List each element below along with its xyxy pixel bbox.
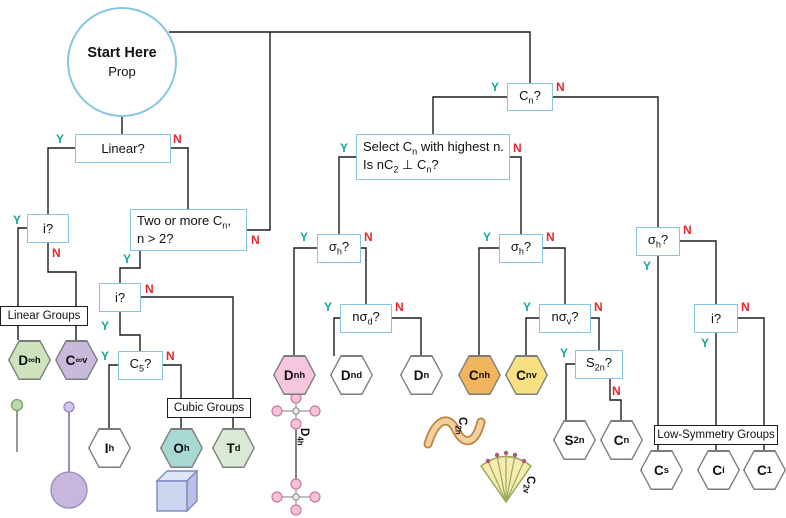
label-linear-no: N bbox=[173, 132, 182, 146]
label-twocn-no: N bbox=[251, 233, 260, 247]
label-i2-no: N bbox=[145, 282, 154, 296]
edge-i2-yes bbox=[119, 311, 141, 351]
decision-s2n: S2n? bbox=[575, 350, 623, 379]
result-cinfv: C∞v bbox=[55, 340, 98, 380]
example-cnv-label: C2v bbox=[521, 476, 536, 494]
linear-molecule-icon bbox=[4, 396, 30, 461]
group-label-low-symmetry: Low-Symmetry Groups bbox=[654, 425, 778, 445]
label-i3-no: N bbox=[741, 300, 750, 314]
cube-icon bbox=[150, 464, 204, 518]
label-i3-yes: Y bbox=[701, 336, 710, 350]
edge-nsigmad-yes bbox=[333, 317, 340, 356]
decision-sigmah-c: σh? bbox=[499, 234, 543, 263]
edge-twocn-yes bbox=[119, 251, 141, 283]
eclipsed-molecule-icon bbox=[266, 392, 326, 518]
label-nsigmav-yes: Y bbox=[523, 300, 532, 314]
label-select-yes: Y bbox=[340, 141, 349, 155]
example-dnh-label: D4h bbox=[295, 428, 310, 446]
label-twocn-yes: Y bbox=[123, 252, 132, 266]
start-subtitle: Prop bbox=[108, 64, 136, 79]
edge-s2n-yes bbox=[565, 363, 575, 420]
decision-nsigmav: nσv? bbox=[539, 304, 591, 333]
group-label-cubic: Cubic Groups bbox=[167, 398, 251, 418]
edge-select-yes bbox=[338, 156, 356, 234]
start-node: Start Here Prop bbox=[67, 7, 177, 117]
label-c5-no: N bbox=[166, 349, 175, 363]
edge-linear-no bbox=[171, 147, 189, 209]
result-dinfh: D∞h bbox=[8, 340, 51, 380]
edge-select-no bbox=[510, 156, 522, 234]
label-s2n-no: N bbox=[612, 384, 621, 398]
decision-select-cn: Select Cn with highest n. Is nC2 ⊥ Cn? bbox=[356, 134, 510, 180]
edge-sigmad-yes bbox=[293, 247, 317, 355]
label-sigmac-yes: Y bbox=[483, 230, 492, 244]
edge-i2-no bbox=[141, 296, 234, 428]
label-s2n-yes: Y bbox=[560, 346, 569, 360]
edge-cn-no bbox=[553, 96, 659, 227]
label-cn-no: N bbox=[556, 80, 565, 94]
decision-inversion-3: i? bbox=[694, 304, 738, 333]
decision-inversion-2: i? bbox=[99, 283, 141, 312]
decision-inversion-1: i? bbox=[27, 214, 69, 243]
lollipop-molecule-icon bbox=[48, 398, 90, 518]
edge-c5-yes bbox=[108, 364, 118, 428]
edge-sigmac-no bbox=[543, 247, 566, 304]
decision-c5: C5? bbox=[118, 351, 163, 380]
label-nsigmad-yes: Y bbox=[324, 300, 333, 314]
edge-i3-no bbox=[738, 317, 765, 450]
example-cnh-label: C2h bbox=[453, 417, 468, 435]
s-curve-molecule-icon bbox=[422, 410, 486, 459]
decision-sigmah-d: σh? bbox=[317, 234, 361, 263]
edge-i1-yes bbox=[17, 227, 27, 340]
label-i1-no: N bbox=[52, 246, 61, 260]
decision-sigmah-low: σh? bbox=[636, 227, 680, 256]
fan-molecule-icon bbox=[474, 446, 538, 513]
decision-cn: Cn? bbox=[507, 83, 553, 111]
edge-nsigmav-yes bbox=[525, 317, 539, 355]
decision-two-or-more-cn: Two or more Cn, n > 2? bbox=[130, 209, 247, 251]
label-sigmalow-no: N bbox=[683, 223, 692, 237]
group-label-linear: Linear Groups bbox=[0, 306, 88, 326]
label-nsigmad-no: N bbox=[395, 300, 404, 314]
label-nsigmav-no: N bbox=[594, 300, 603, 314]
label-c5-yes: Y bbox=[101, 349, 110, 363]
decision-nsigmad: nσd? bbox=[340, 304, 392, 333]
label-i1-yes: Y bbox=[13, 213, 22, 227]
edge-s2n-no bbox=[609, 379, 622, 420]
label-sigmalow-yes: Y bbox=[643, 259, 652, 273]
edge-c5-no bbox=[163, 364, 182, 428]
start-title: Start Here bbox=[87, 45, 157, 61]
edge-nsigmav-no bbox=[591, 317, 600, 350]
label-i2-yes: Y bbox=[101, 319, 110, 333]
label-cn-yes: Y bbox=[491, 80, 500, 94]
edge-sigmad-no bbox=[361, 247, 367, 304]
label-sigmad-no: N bbox=[364, 230, 373, 244]
edge-linear-yes bbox=[47, 147, 75, 214]
label-select-no: N bbox=[513, 141, 522, 155]
label-linear-yes: Y bbox=[56, 132, 65, 146]
label-sigmad-yes: Y bbox=[300, 230, 309, 244]
edge-sigmac-yes bbox=[478, 247, 499, 355]
edge-cn-yes bbox=[432, 96, 507, 134]
label-sigmac-no: N bbox=[546, 230, 555, 244]
decision-linear: Linear? bbox=[75, 134, 171, 163]
edge-sigmalow-no bbox=[680, 240, 717, 304]
edge-nsigmad-no bbox=[392, 317, 422, 355]
edge-twocn-no bbox=[247, 32, 271, 231]
edge-top-rail bbox=[169, 31, 531, 83]
